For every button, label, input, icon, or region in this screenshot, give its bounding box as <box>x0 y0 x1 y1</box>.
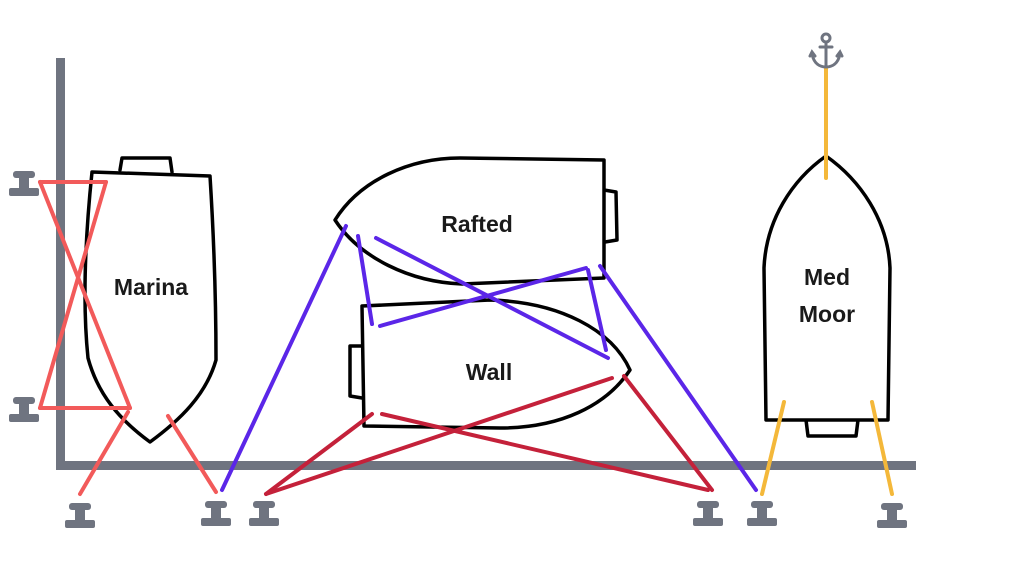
marina-boat: Marina <box>83 156 218 444</box>
moor-label: Moor <box>799 301 855 327</box>
marina-line <box>38 180 108 410</box>
quay-horizontal <box>56 461 916 470</box>
med-moor-line <box>870 400 894 496</box>
marina-line <box>78 410 130 496</box>
rafted-line <box>598 264 758 492</box>
wall-boat: Wall <box>348 298 632 430</box>
med-moor-lines <box>760 66 894 496</box>
rafted-line <box>586 268 608 352</box>
bollard-icon <box>877 503 907 528</box>
med-moor-boat: Med Moor <box>762 154 892 438</box>
wall-line <box>622 374 714 492</box>
rafted-line <box>378 266 588 328</box>
bollard-icon <box>249 501 279 526</box>
rafted-line <box>374 236 610 360</box>
quay <box>56 58 916 470</box>
marina-lines <box>38 180 218 496</box>
bollard-icon <box>9 397 39 422</box>
wall-line <box>264 412 374 496</box>
marina-line <box>166 414 218 494</box>
med-label: Med <box>804 264 850 290</box>
rafted-lines <box>220 224 758 492</box>
rafted-line <box>356 234 374 326</box>
quay-vertical <box>56 58 65 470</box>
wall-line <box>380 412 710 492</box>
bollard-icon <box>9 171 39 196</box>
marina-label: Marina <box>114 274 188 300</box>
wall-label: Wall <box>466 359 512 385</box>
anchor-icon <box>808 32 844 69</box>
wall-lines <box>264 374 714 496</box>
bollard-icon <box>693 501 723 526</box>
rafted-label: Rafted <box>441 211 513 237</box>
marina-line <box>38 180 132 410</box>
rafted-boat: Rafted <box>333 156 619 286</box>
bollard-icon <box>201 501 231 526</box>
bollard-icon <box>65 503 95 528</box>
rafted-line <box>220 224 348 492</box>
wall-line <box>264 376 614 496</box>
bollard-icon <box>747 501 777 526</box>
med-moor-line <box>760 400 786 496</box>
